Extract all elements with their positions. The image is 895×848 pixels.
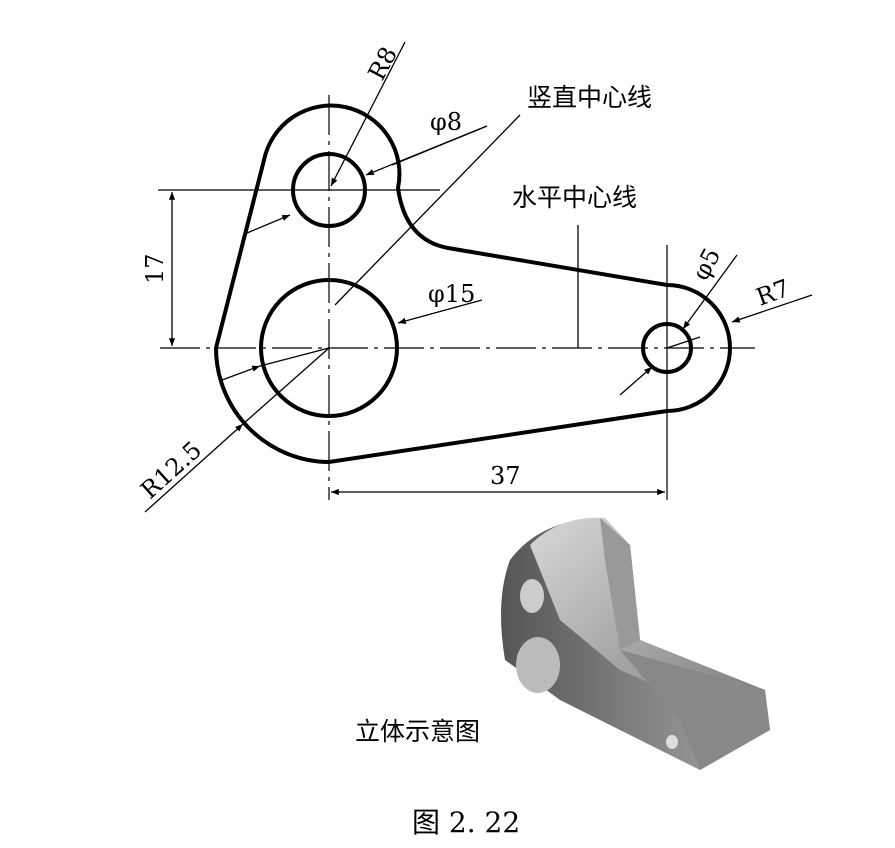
label-phi8: φ8 <box>430 108 462 136</box>
label-dim-37: 37 <box>490 462 521 490</box>
hole-phi8 <box>291 152 367 228</box>
hole-phi5 <box>641 322 693 374</box>
label-dim-17: 17 <box>141 253 169 284</box>
part-outline <box>213 103 732 465</box>
label-r7: R7 <box>752 274 793 312</box>
isometric-3d-render <box>501 517 770 770</box>
label-r8: R8 <box>363 42 403 85</box>
label-r12-5: R12.5 <box>135 436 207 505</box>
dimension-lines <box>144 41 813 513</box>
label-phi15: φ15 <box>428 280 475 308</box>
label-horizontal-centerline: 水平中心线 <box>512 183 637 212</box>
label-vertical-centerline: 竖直中心线 <box>527 83 652 112</box>
hole-phi15 <box>259 278 399 418</box>
caption-3d: 立体示意图 <box>355 717 480 746</box>
figure-caption: 图 2. 22 <box>412 806 520 839</box>
